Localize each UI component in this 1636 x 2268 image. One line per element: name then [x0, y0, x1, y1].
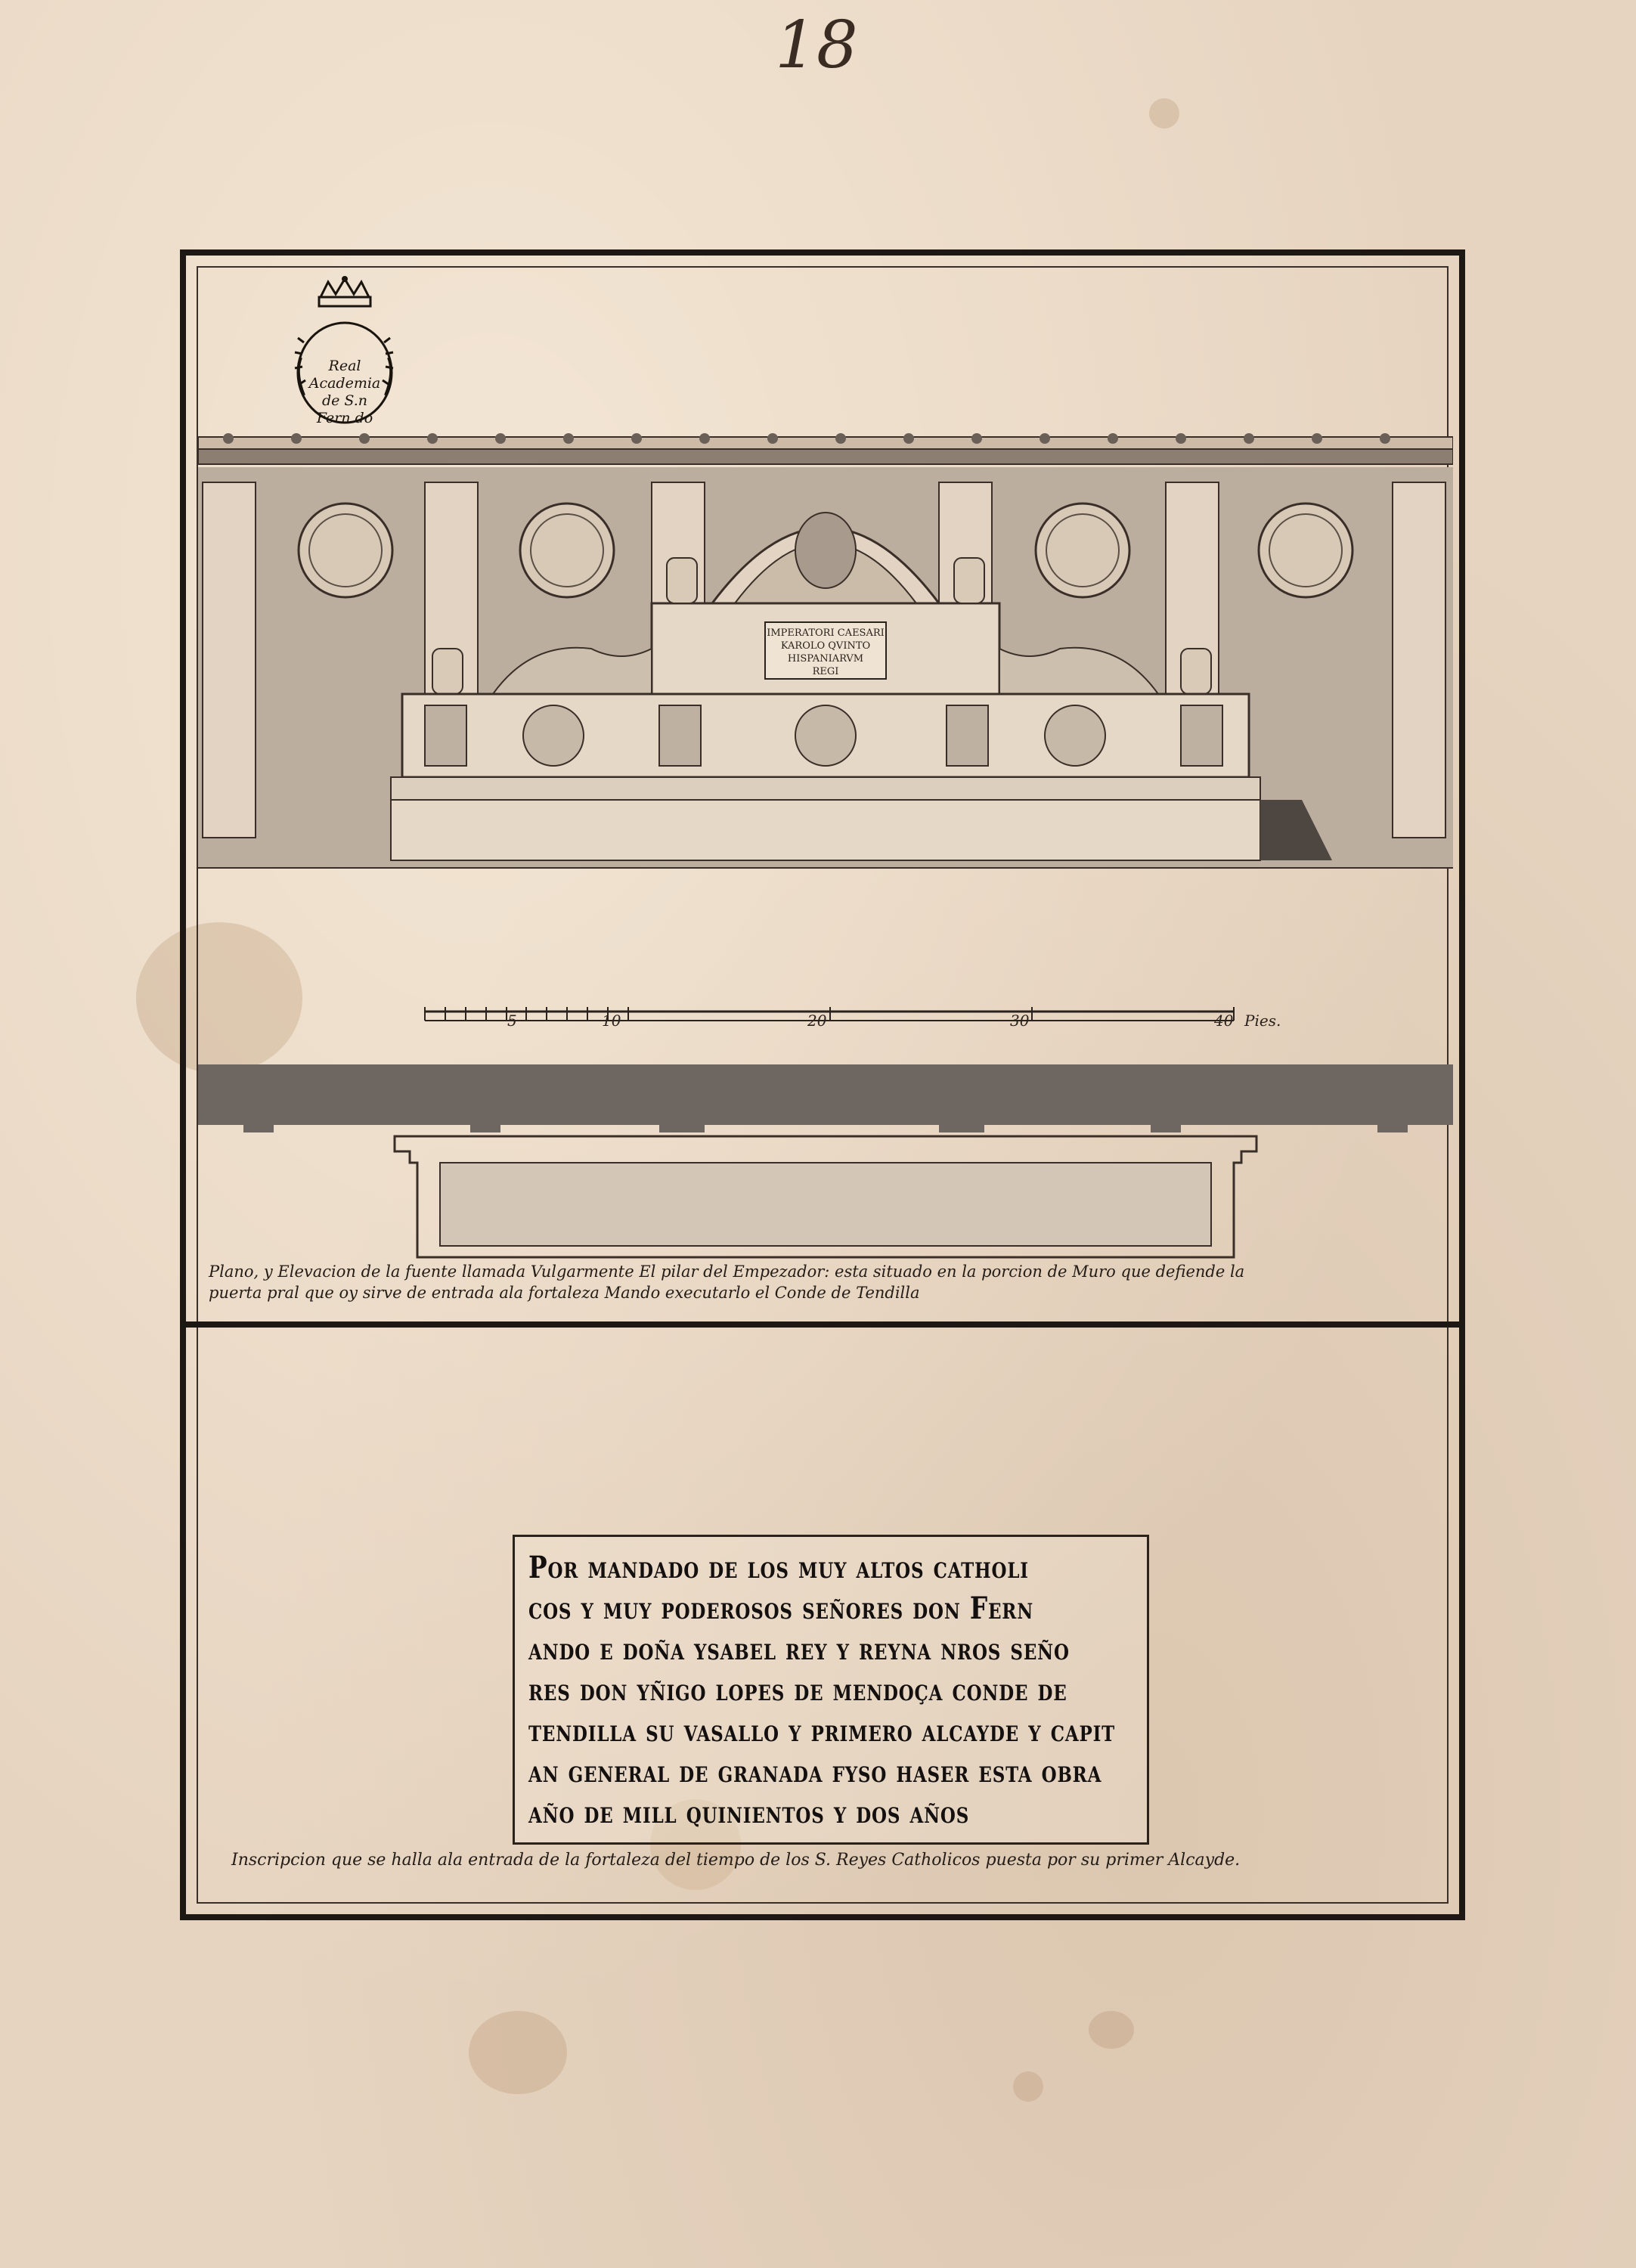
inscription-line: res don yñigo lopes de mendoça conde de [528, 1672, 1067, 1708]
inscription-line: an general de granada fyso haser esta ob… [528, 1754, 1102, 1789]
plaque-line: HISPANIARVM [788, 653, 863, 665]
inscription-caption: Inscripcion que se halla ala entrada de … [231, 1851, 1241, 1870]
plaque [764, 621, 887, 680]
scale-unit-label: Pies. [1244, 1012, 1281, 1030]
stain [650, 1799, 741, 1890]
scale-tick-label: 40 [1214, 1012, 1234, 1030]
plaque-line: KAROLO QVINTO [781, 640, 870, 652]
seal-text: Real Academia de S.n Fern.do [284, 358, 405, 427]
seal-line: Real [328, 358, 361, 374]
caption-line: puerta pral que oy sirve de entrada ala … [209, 1284, 920, 1302]
inscription-line: ando e doña ysabel rey y reyna nros seño [528, 1631, 1070, 1667]
section-divider [186, 1321, 1459, 1328]
caption-line: Plano, y Elevacion de la fuente llamada … [209, 1263, 1245, 1281]
stain [136, 922, 302, 1074]
drawing-frame: Real Academia de S.n Fern.do [180, 249, 1465, 1920]
stain [1013, 2071, 1043, 2102]
seal-line: de S.n [321, 392, 368, 409]
page-number: 18 [775, 8, 858, 83]
academy-seal: Real Academia de S.n Fern.do [284, 274, 405, 426]
inscription-line: cos y muy poderosos señores don Fern [528, 1591, 1034, 1626]
crown-wreath-icon [294, 276, 394, 424]
stain [1089, 2011, 1134, 2049]
inscription-line: Por mandado de los muy altos catholi [528, 1550, 1029, 1585]
inscription-panel: Por mandado de los muy altos catholi cos… [513, 1535, 1149, 1845]
drawing-caption: Plano, y Elevacion de la fuente llamada … [209, 1261, 1449, 1303]
seal-line: Fern.do [316, 410, 373, 426]
inscription-line: año de mill quinientos y dos años [528, 1795, 970, 1830]
stain [469, 2011, 567, 2094]
seal-line: Academia [308, 375, 381, 392]
stain [1149, 98, 1179, 129]
inscription-line: tendilla su vasallo y primero alcayde y … [528, 1713, 1116, 1749]
plaque-line: REGI [813, 666, 839, 677]
scale-tick-label: 20 [807, 1012, 827, 1030]
scale-tick-label: 5 [507, 1012, 517, 1030]
fountain-plan [198, 1064, 1453, 1259]
scale-tick-label: 10 [602, 1012, 621, 1030]
scale-tick-label: 30 [1010, 1012, 1030, 1030]
scale-bar [424, 1007, 1235, 1021]
plaque-line: IMPERATORI CAESARI [767, 627, 885, 639]
